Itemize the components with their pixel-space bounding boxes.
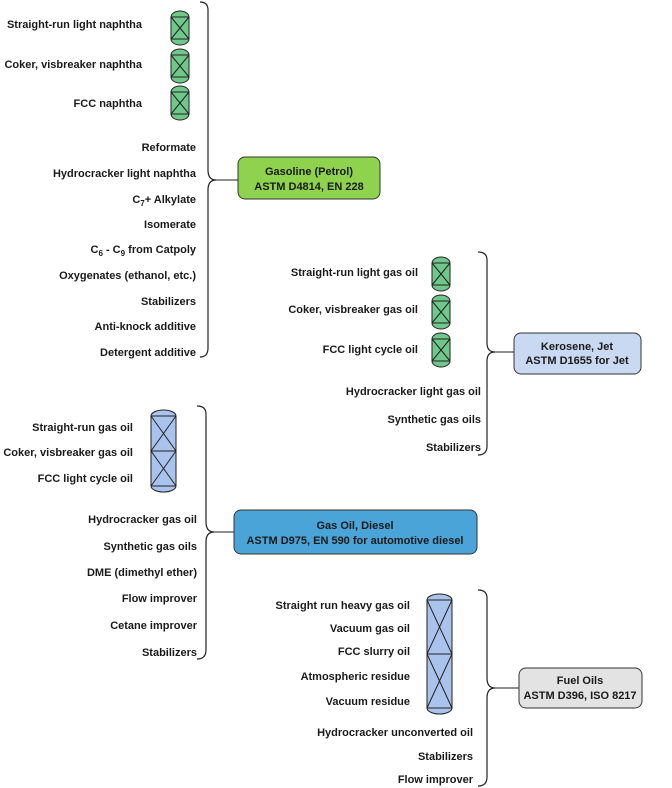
gasoline-component-label: Hydrocracker light naphtha [53, 168, 197, 180]
diesel-product-title: Gas Oil, Diesel [316, 520, 393, 532]
vessel-icon [431, 294, 451, 330]
gasoline-product-standard: ASTM D4814, EN 228 [254, 181, 363, 193]
jet-component-label: Stabilizers [426, 442, 481, 454]
vessel-icon [170, 10, 190, 46]
gasoline-component-label: FCC naphtha [74, 98, 143, 110]
vessel-icon [431, 332, 451, 368]
gasoline-component-label: Isomerate [144, 219, 196, 231]
vessel-icon [431, 256, 451, 292]
diesel-product-standard: ASTM D975, EN 590 for automotive diesel [246, 535, 463, 547]
gasoline-component-label: Coker, visbreaker naphtha [4, 59, 142, 71]
fuel-product-box: Fuel Oils ASTM D396, ISO 8217 [518, 667, 643, 709]
fuel-component-label: Vacuum gas oil [330, 623, 410, 635]
fuel-brace [477, 589, 496, 787]
fuel-component-label: Atmospheric residue [301, 671, 410, 683]
gasoline-component-label: Detergent additive [100, 347, 196, 359]
vessel-icon [170, 48, 190, 84]
fuel-component-label: Hydrocracker unconverted oil [317, 727, 473, 739]
diesel-component-label: Stabilizers [142, 647, 197, 659]
gasoline-box-shape [237, 156, 381, 200]
diesel-component-label: Hydrocracker gas oil [88, 514, 197, 526]
jet-component-label: Straight-run light gas oil [291, 267, 418, 279]
fuel-box-shape [518, 667, 643, 709]
gasoline-component-label: Reformate [142, 142, 196, 154]
vessel-icon [170, 85, 190, 121]
gasoline-product-box: Gasoline (Petrol) ASTM D4814, EN 228 [237, 156, 381, 200]
diesel-box-shape [233, 509, 478, 555]
gasoline-component-label: Stabilizers [141, 296, 196, 308]
gasoline-component-label-alkylate: C7+ Alkylate [132, 194, 196, 208]
diesel-component-label: Straight-run gas oil [32, 422, 133, 434]
fuel-oil-group: Straight run heavy gas oil Vacuum gas oi… [276, 589, 643, 787]
jet-component-label: Synthetic gas oils [387, 414, 481, 426]
jet-component-label: FCC light cycle oil [323, 344, 418, 356]
fuel-component-label: FCC slurry oil [338, 646, 410, 658]
jet-product-box: Kerosene, Jet ASTM D1655 for Jet [513, 332, 642, 375]
diesel-component-label: Cetane improver [110, 620, 198, 632]
tall-vessel-icon [150, 409, 177, 493]
gasoline-component-label: Straight-run light naphtha [7, 19, 143, 31]
jet-product-title: Kerosene, Jet [541, 341, 613, 353]
gasoline-component-label: Anti-knock additive [95, 321, 196, 333]
gasoline-component-label-catpoly: C6 - C9 from Catpoly [91, 244, 197, 258]
diesel-group: Straight-run gas oil Coker, visbreaker g… [3, 405, 478, 660]
jet-product-standard: ASTM D1655 for Jet [525, 355, 629, 367]
gasoline-group: Straight-run light naphtha Coker, visbre… [4, 1, 381, 359]
gasoline-product-title: Gasoline (Petrol) [265, 166, 353, 178]
jet-box-shape [513, 332, 642, 375]
diesel-brace [196, 405, 215, 660]
fuel-product-standard: ASTM D396, ISO 8217 [523, 690, 636, 702]
fuel-component-label: Stabilizers [418, 751, 473, 763]
fuel-product-title: Fuel Oils [557, 675, 603, 687]
jet-component-label: Coker, visbreaker gas oil [288, 304, 418, 316]
fuel-component-label: Vacuum residue [326, 696, 410, 708]
jet-group: Straight-run light gas oil Coker, visbre… [288, 251, 642, 456]
diesel-component-label: Synthetic gas oils [103, 541, 197, 553]
gasoline-component-label: Oxygenates (ethanol, etc.) [59, 270, 196, 282]
fuel-component-label: Straight run heavy gas oil [276, 600, 410, 612]
diesel-component-label: DME (dimethyl ether) [87, 567, 197, 579]
diesel-product-box: Gas Oil, Diesel ASTM D975, EN 590 for au… [233, 509, 478, 555]
jet-component-label: Hydrocracker light gas oil [346, 386, 481, 398]
diesel-component-label: FCC light cycle oil [38, 473, 133, 485]
tall-vessel-icon [426, 593, 453, 715]
diesel-component-label: Coker, visbreaker gas oil [3, 447, 133, 459]
fuel-component-label: Flow improver [398, 774, 474, 786]
gasoline-brace [199, 1, 217, 358]
diesel-component-label: Flow improver [122, 593, 198, 605]
